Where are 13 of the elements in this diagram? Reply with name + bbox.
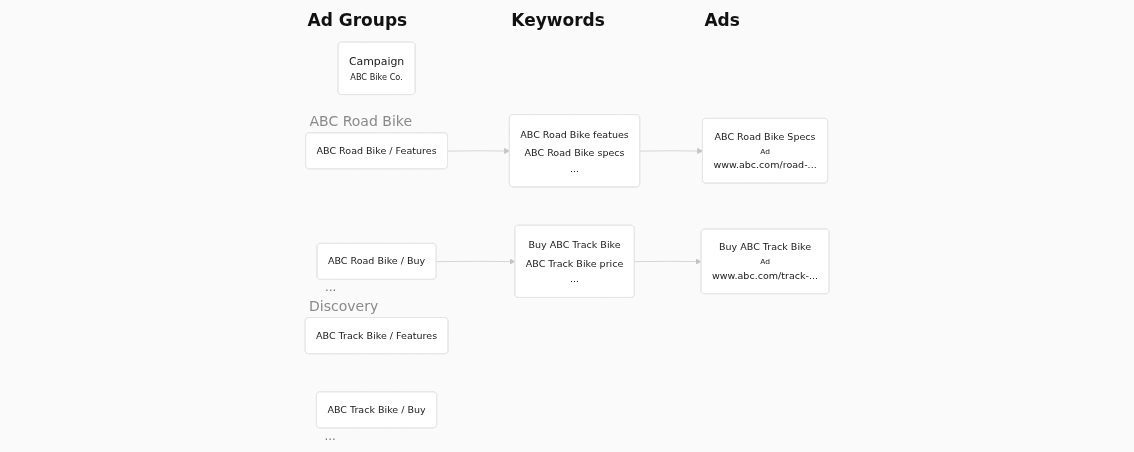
node-text: ABC Track Bike / Buy [327, 404, 426, 415]
group-name: ABC Road Bike [309, 112, 412, 130]
group-name: Discovery [309, 297, 379, 315]
column-heading: Keywords [511, 10, 605, 31]
node-text: Buy ABC Track Bike ABC Track Bike price ... [525, 239, 624, 285]
ellipsis: ... [324, 428, 336, 444]
node-text: ABC Road Bike / Buy [327, 255, 426, 267]
node-text: ABC Road Bike / Features [316, 144, 437, 156]
node-text: ABC Road Bike featues ABC Road Bike specs ... [520, 128, 629, 175]
ellipsis: ... [324, 280, 337, 295]
column-heading: Ads [704, 10, 740, 31]
node-text: ABC Track Bike / Features [315, 329, 438, 341]
node-text: Campaign ABC Bike Co. [348, 54, 405, 82]
